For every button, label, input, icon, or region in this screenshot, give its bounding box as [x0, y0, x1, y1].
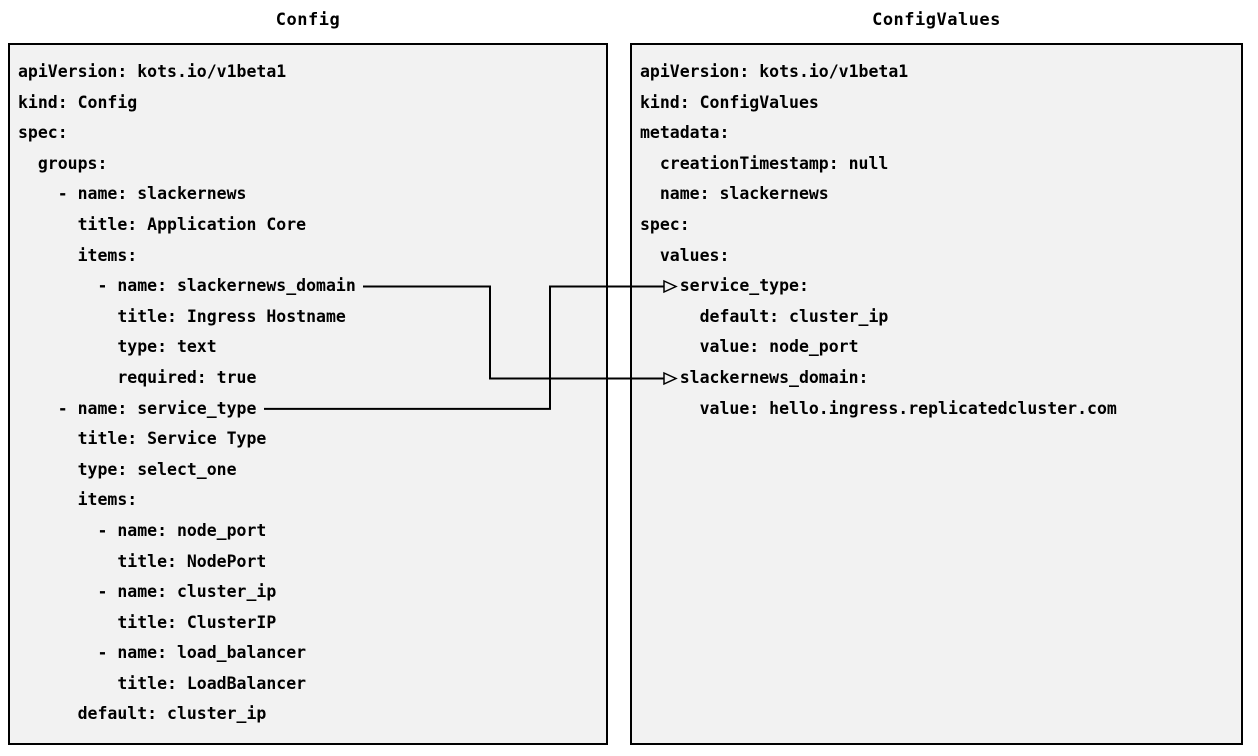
configvalues-yaml-code: apiVersion: kots.io/v1beta1 kind: Config… — [640, 62, 1117, 418]
config-panel: apiVersion: kots.io/v1beta1 kind: Config… — [8, 43, 608, 745]
configvalues-panel: apiVersion: kots.io/v1beta1 kind: Config… — [630, 43, 1243, 745]
config-panel-title: Config — [275, 10, 341, 30]
configvalues-panel-title: ConfigValues — [872, 10, 1001, 30]
config-yaml-code: apiVersion: kots.io/v1beta1 kind: Config… — [18, 62, 356, 724]
